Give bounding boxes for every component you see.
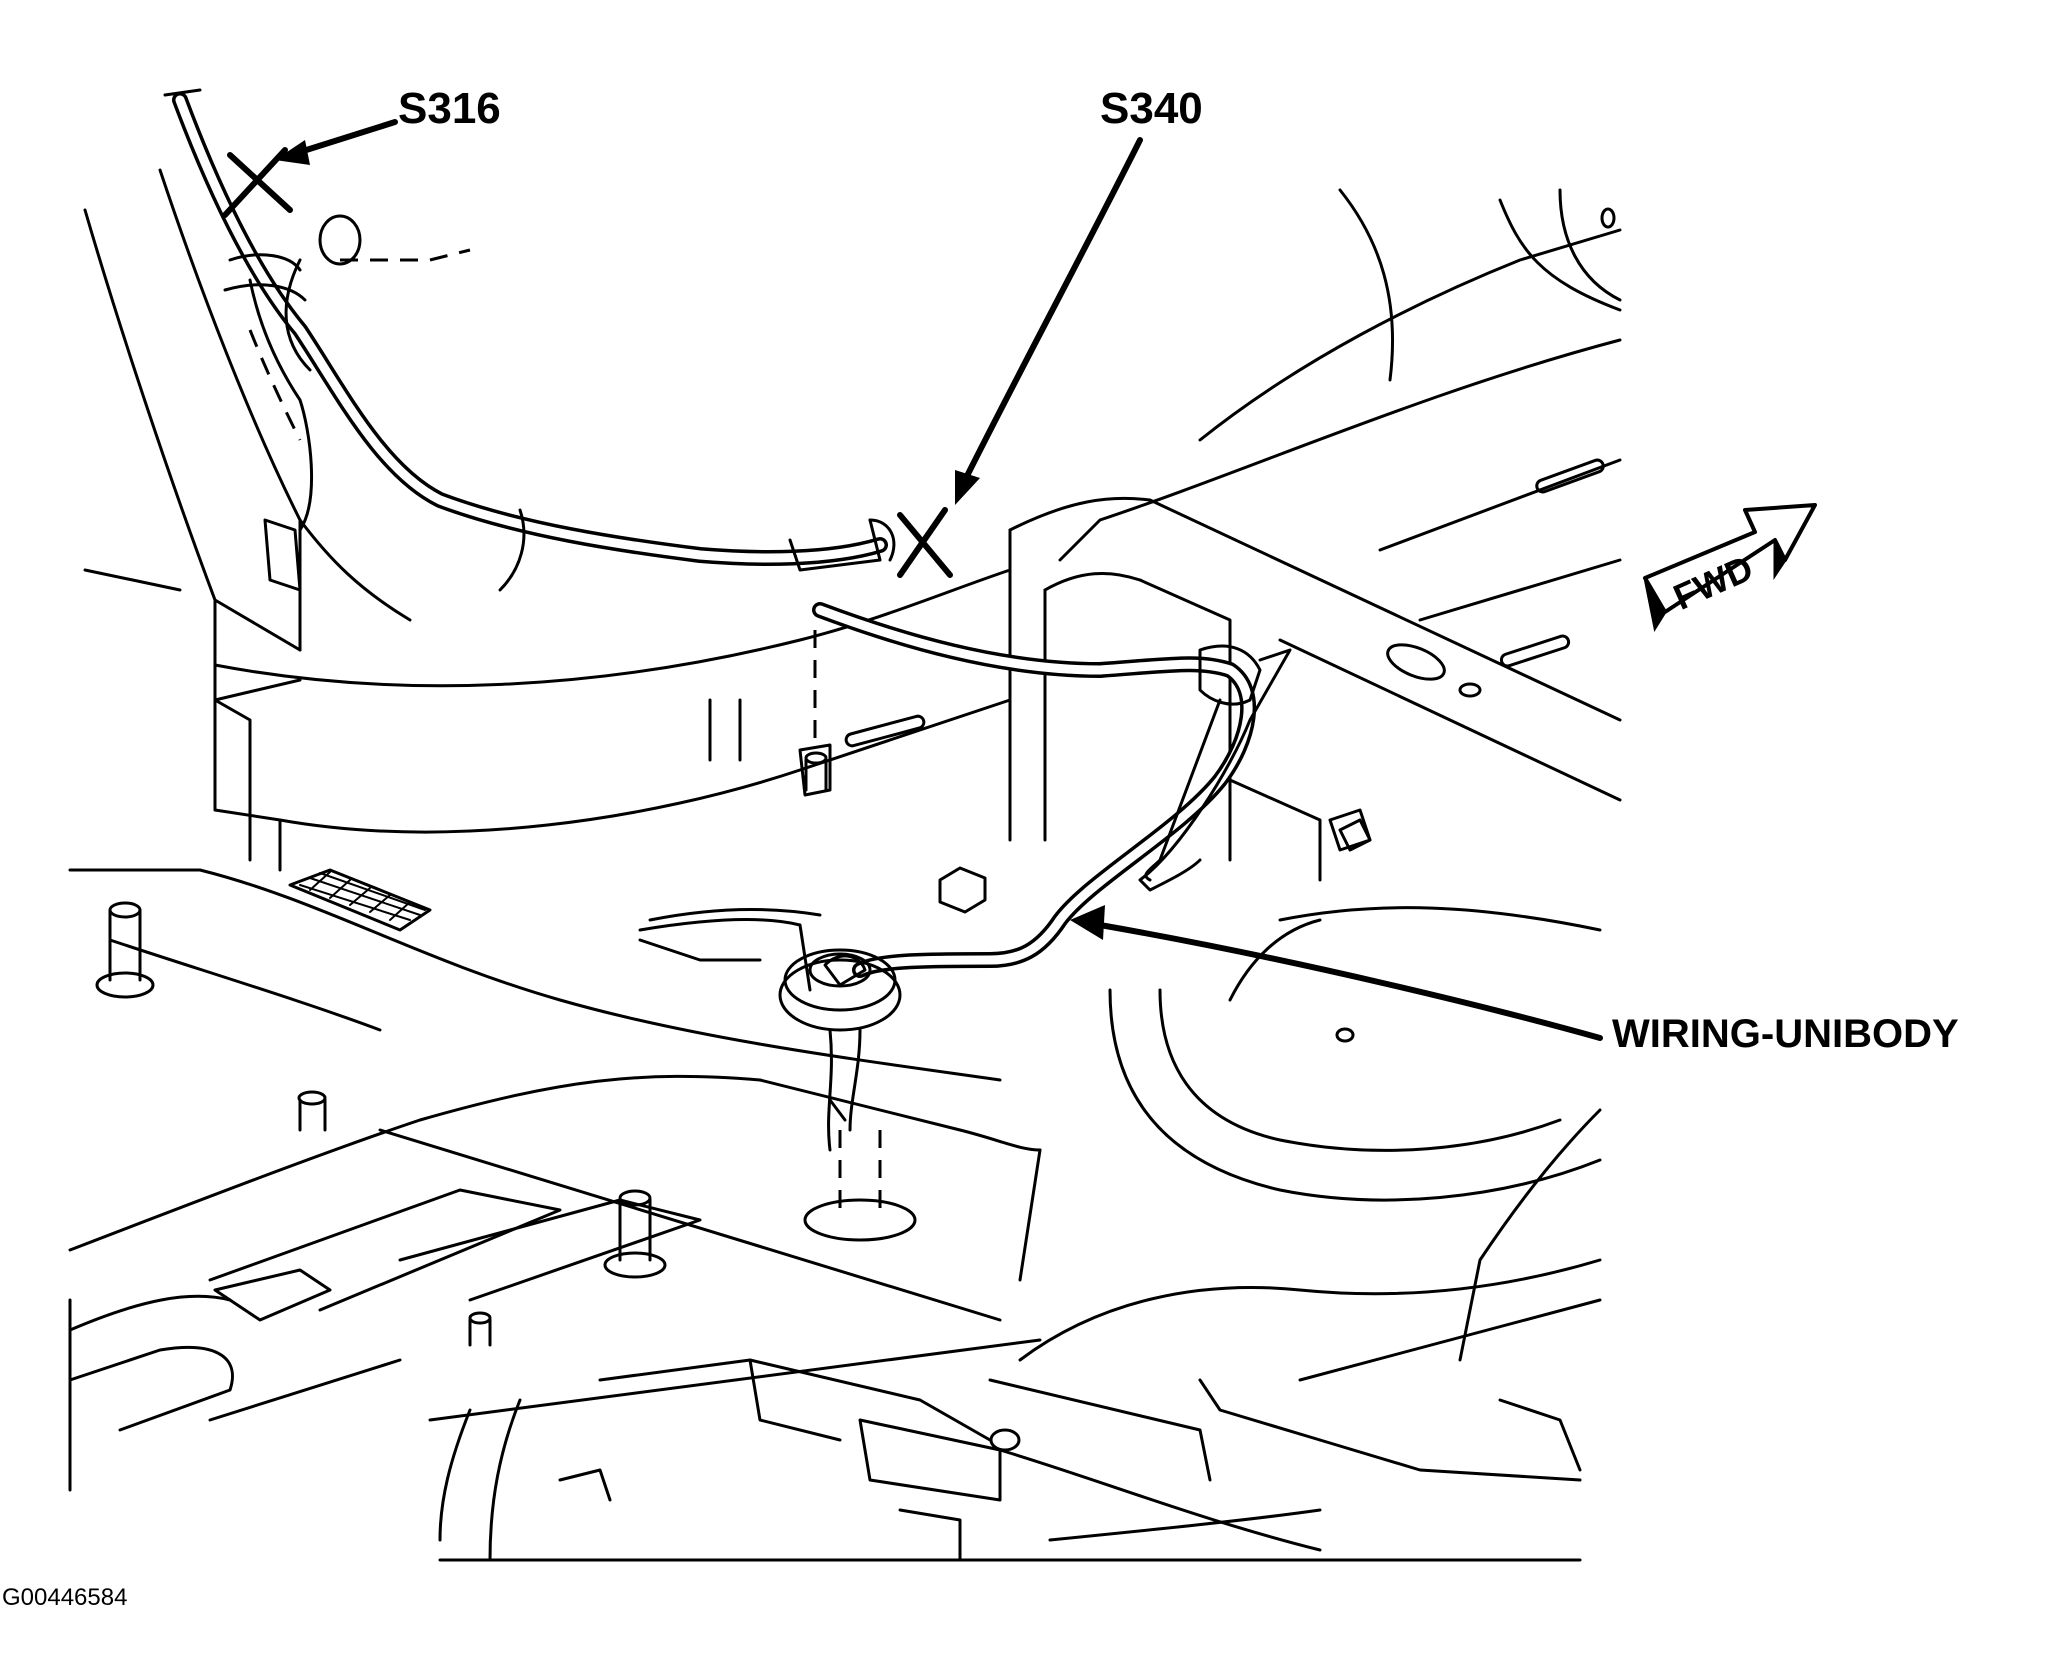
floor-pan [68, 568, 1012, 1082]
callout-s340: S340 [1100, 84, 1203, 133]
figure-id: G00446584 [2, 1584, 128, 1611]
forward-arrow: FWD [1643, 503, 1817, 632]
bottom-sill [208, 1188, 1582, 1562]
harness-main-loom [163, 88, 896, 592]
leader-wiring [1070, 905, 1603, 1041]
studs [95, 751, 1372, 1347]
cross-member [1008, 496, 1622, 882]
splice-s340-marker [897, 507, 953, 578]
wiring-unibody-harness [812, 602, 1292, 978]
leader-s340 [955, 137, 1143, 505]
install-guides [798, 630, 832, 797]
vent-grille [288, 868, 432, 932]
rear-pillar [83, 168, 412, 872]
callout-wiring-unibody: WIRING-UNIBODY [1612, 1012, 1959, 1056]
callout-s316: S316 [398, 84, 501, 133]
lower-floor [68, 906, 1602, 1492]
upper-floor-panels [1058, 188, 1622, 668]
leader-s316 [275, 119, 398, 165]
splice-s316-marker [222, 147, 293, 218]
grommet [778, 948, 917, 1242]
